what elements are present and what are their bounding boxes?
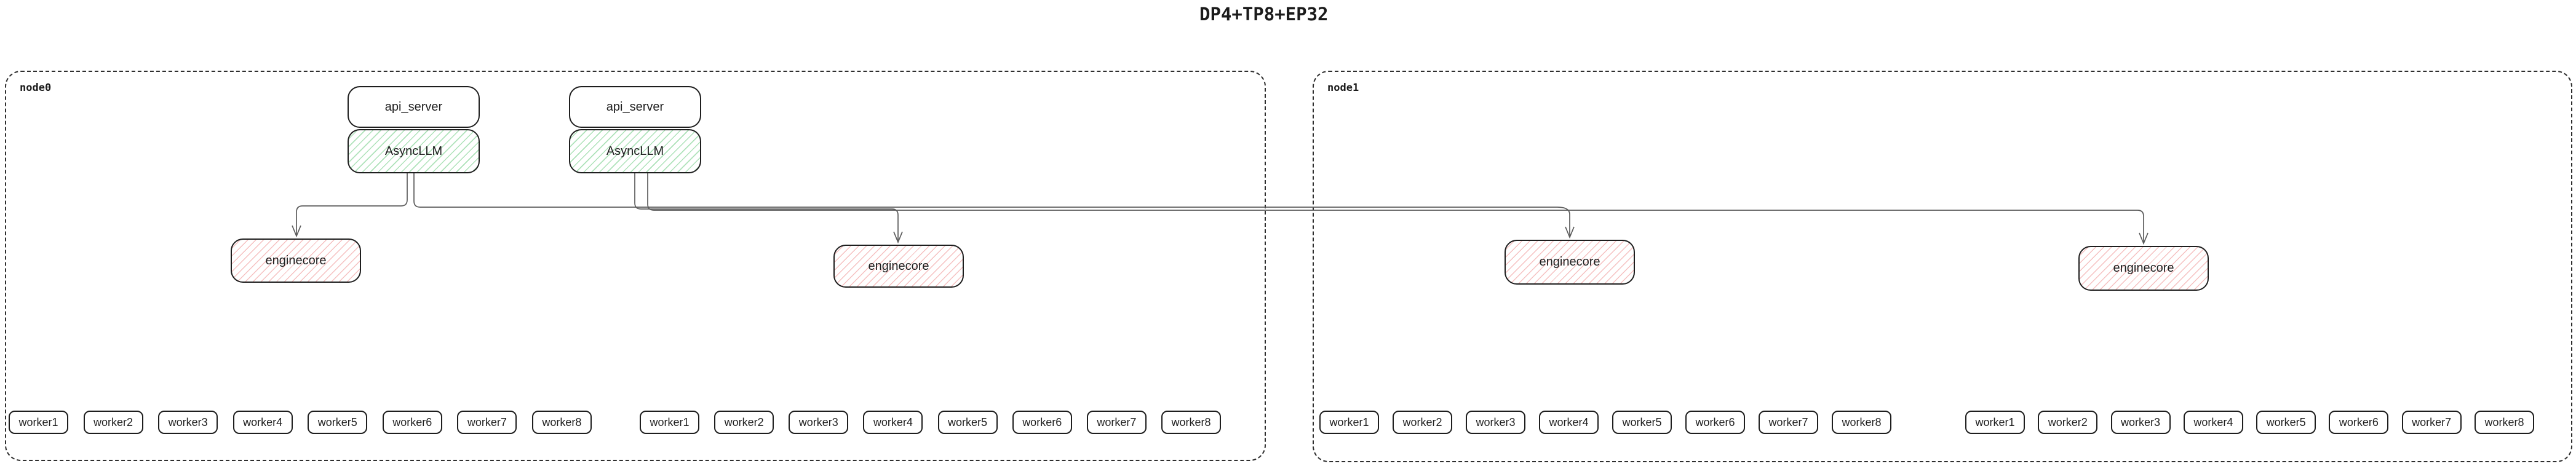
worker-group: worker1 worker2 worker3 worker4 worker5 worke… [9, 411, 592, 434]
node0-container: node0 [5, 71, 1266, 461]
worker-box: worker8 [2474, 411, 2534, 434]
worker-box: worker2 [714, 411, 774, 434]
diagram-title: DP4+TP8+EP32 [1199, 4, 1329, 25]
worker-box: worker5 [2256, 411, 2316, 434]
worker-box: worker4 [2183, 411, 2243, 434]
worker-box: worker6 [2329, 411, 2389, 434]
worker-group: worker1 worker2 worker3 worker4 worker5 worke… [1965, 411, 2534, 434]
node0-label: node0 [20, 82, 52, 94]
worker-box: worker1 [1319, 411, 1379, 434]
enginecore-box: enginecore [231, 238, 361, 283]
api-server-box: api_server [569, 86, 701, 128]
worker-box: worker1 [9, 411, 68, 434]
worker-group: worker1 worker2 worker3 worker4 worker5 worke… [640, 411, 1221, 434]
worker-box: worker4 [1539, 411, 1599, 434]
worker-box: worker2 [83, 411, 143, 434]
asyncllm-box: AsyncLLM [569, 129, 701, 173]
enginecore-box: enginecore [833, 245, 964, 288]
worker-box: worker6 [1685, 411, 1745, 434]
node1-label: node1 [1327, 82, 1359, 94]
worker-box: worker3 [2110, 411, 2171, 434]
worker-box: worker6 [382, 411, 442, 434]
worker-box: worker8 [1161, 411, 1221, 434]
worker-box: worker7 [457, 411, 517, 434]
worker-box: worker5 [937, 411, 998, 434]
worker-box: worker4 [233, 411, 293, 434]
worker-box: worker8 [531, 411, 592, 434]
worker-box: worker5 [308, 411, 368, 434]
worker-box: worker3 [158, 411, 218, 434]
worker-box: worker7 [1759, 411, 1818, 434]
worker-box: worker1 [640, 411, 699, 434]
worker-box: worker2 [2038, 411, 2098, 434]
worker-box: worker5 [1612, 411, 1672, 434]
worker-box: worker6 [1012, 411, 1072, 434]
enginecore-box: enginecore [1505, 240, 1635, 285]
worker-box: worker8 [1832, 411, 1891, 434]
worker-box: worker4 [863, 411, 923, 434]
worker-box: worker3 [789, 411, 849, 434]
worker-box: worker3 [1466, 411, 1525, 434]
worker-box: worker7 [2401, 411, 2462, 434]
worker-group: worker1 worker2 worker3 worker4 worker5 worke… [1319, 411, 1891, 434]
worker-box: worker2 [1393, 411, 1452, 434]
worker-box: worker1 [1965, 411, 2025, 434]
api-server-box: api_server [348, 86, 480, 128]
asyncllm-box: AsyncLLM [348, 129, 480, 173]
worker-box: worker7 [1086, 411, 1147, 434]
enginecore-box: enginecore [2078, 246, 2209, 291]
node1-container: node1 [1313, 71, 2572, 462]
